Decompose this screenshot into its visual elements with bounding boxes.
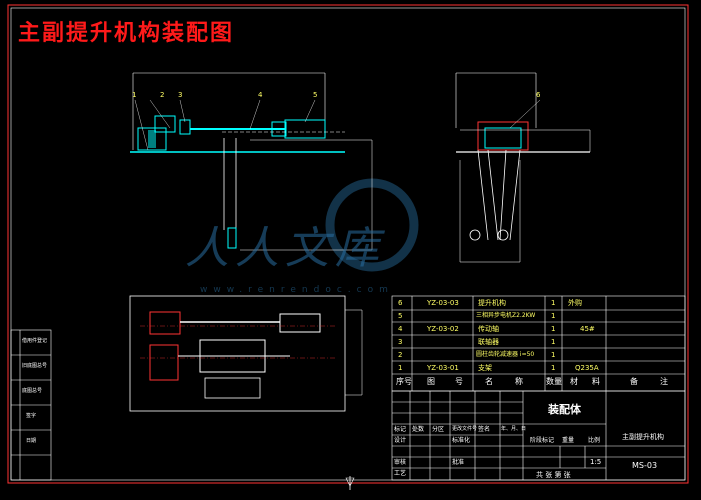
bom-header-title: 称 [515,377,523,386]
part-name: 装配体 [548,403,581,416]
bom-header-seq: 序号 [396,377,412,386]
tb-label: 比例 [588,437,601,444]
callout-6: 6 [536,91,541,99]
tb-label: 阶段标记 [530,437,555,444]
bom-row-code: YZ-03-01 [427,364,459,372]
outer-frame [7,4,689,484]
bom-row-qty: 1 [551,299,556,307]
bom-row-code: YZ-03-03 [427,299,459,307]
bom-row-name: 支架 [478,364,492,372]
bom-header-name: 名 [485,377,493,386]
side-stamp-grid [10,329,52,481]
tb-label: 批准 [452,459,465,466]
front-view [130,72,373,251]
inner-frame [10,7,686,481]
bom-row-qty: 1 [551,364,556,372]
bom-header-number: 号 [455,377,463,386]
drawing-title: 主副提升机构装配图 [18,20,235,46]
title-block-grid [391,390,686,481]
bom-row-name: 联轴器 [478,338,499,346]
bom-row-name: 三相异步电机Z2.2KW [476,312,536,319]
watermark-text: 人人文库 [185,223,385,274]
bom-row-mat: Q235A [575,364,599,372]
side-label: 日期 [26,438,37,444]
bom-header-remark: 备 [630,377,638,386]
side-label: 签字 [26,413,37,419]
callout-3: 3 [178,91,183,99]
callout-2: 2 [160,91,165,99]
bom-row-mat: 45# [580,325,595,333]
bom-row-name: 圆柱齿轮减速器 i=50 [476,351,535,358]
bom-row-no: 4 [398,325,403,333]
watermark-url: www.renrendoc.com [200,285,394,295]
tb-label: 设计 [394,437,407,444]
tb-label: 标准化 [452,437,471,444]
bom-row-no: 2 [398,351,403,359]
plan-view [129,295,363,412]
sheet-count: 共 张 第 张 [536,471,571,479]
bom-row-qty: 1 [551,338,556,346]
drawing-name: 主副提升机构 [622,433,664,441]
bom-row-no: 3 [398,338,403,346]
bom-row-qty: 1 [551,325,556,333]
side-label: 底图总号 [22,388,43,394]
callout-5: 5 [313,91,318,99]
bom-row-code: YZ-03-02 [427,325,459,333]
bom-row-no: 6 [398,299,403,307]
bom-header-material: 材 [570,377,578,386]
scale-value: 1:5 [590,458,602,466]
callout-1: 1 [132,91,137,99]
tb-label: 标记 [394,426,407,433]
bom-row-qty: 1 [551,312,556,320]
drawing-number: MS-03 [632,461,658,470]
tb-label: 更改文件号 [452,426,478,432]
side-label: 旧底图总号 [22,363,48,369]
tb-label: 处数 [412,426,425,433]
bom-header-drawing: 图 [427,377,435,386]
tb-label: 年、月、日 [501,426,527,432]
bom-row-mat: 外购 [568,299,582,307]
side-label: 借用件登记 [22,338,48,344]
bom-header-remark2: 注 [660,377,668,386]
bom-row-no: 5 [398,312,403,320]
callout-4: 4 [258,91,263,99]
tb-label: 重量 [562,437,575,444]
bom-header-material2: 料 [592,377,600,386]
center-triangle [345,477,355,487]
tb-label: 分区 [432,426,445,433]
tb-label: 签名 [478,426,491,433]
bom-grid [391,295,686,392]
tb-label: 工艺 [394,470,407,477]
bom-row-qty: 1 [551,351,556,359]
bom-row-name: 传动轴 [478,325,499,333]
bom-row-no: 1 [398,364,403,372]
bom-row-name: 提升机构 [478,299,506,307]
bom-header-qty: 数量 [546,377,562,386]
side-view [455,72,591,263]
tb-label: 审核 [394,459,407,466]
